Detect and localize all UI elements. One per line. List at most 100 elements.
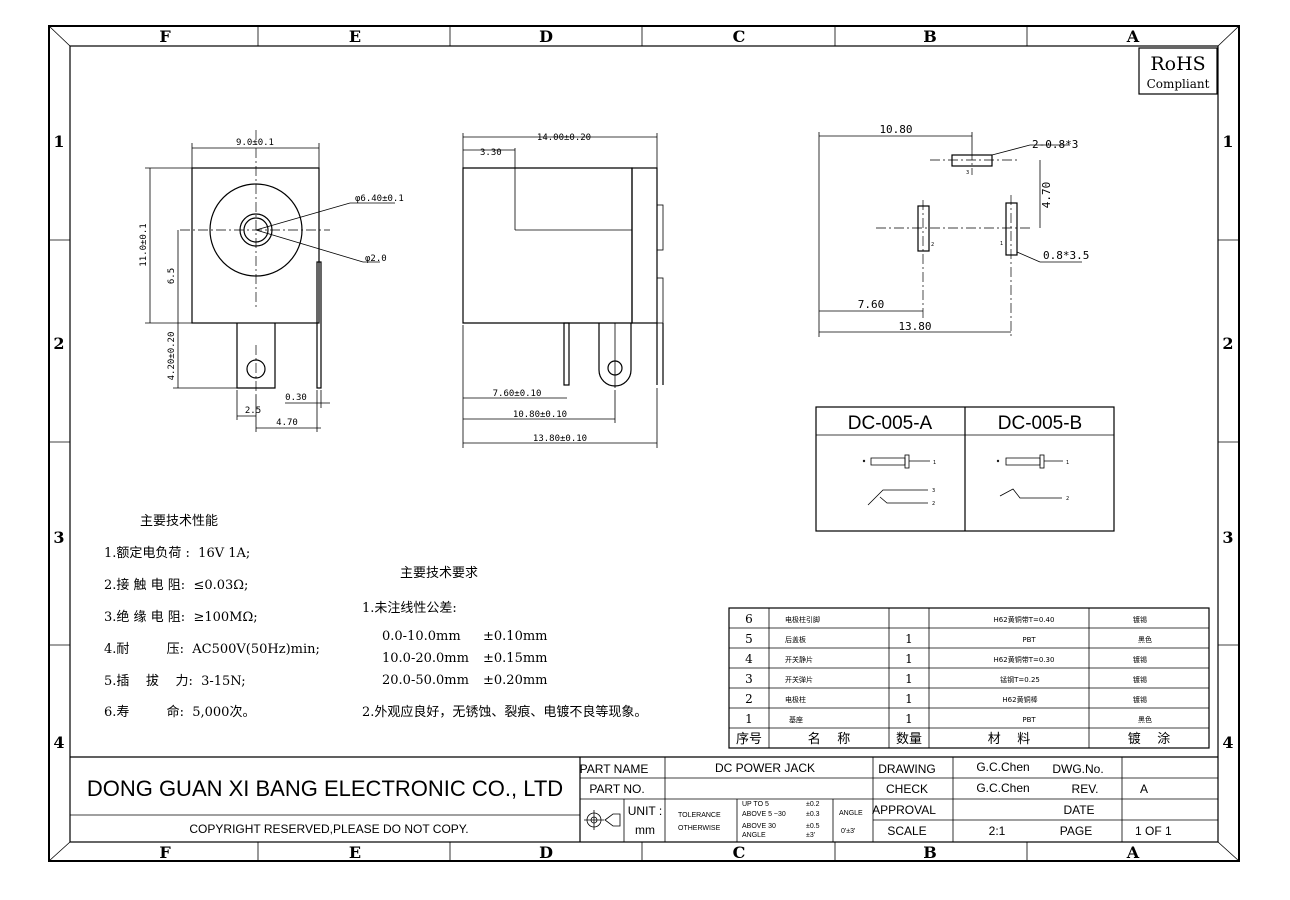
dim-side-pin-b: 10.80±0.10 — [513, 410, 567, 420]
zone-row-label: 2 — [53, 334, 64, 353]
bom-finish: 黑色 — [1138, 635, 1152, 644]
bom-material: H62黄铜带T=0.40 — [994, 615, 1055, 624]
tol-range: 0.0-10.0mm — [382, 629, 461, 644]
table-row: 2 电极柱 1 H62黄铜棒 镀锡 — [745, 692, 1147, 706]
dim-pcb-bottom: 13.80 — [898, 320, 931, 333]
perf-item: 2.接 触 电 阻: ≤0.03Ω; — [104, 577, 248, 593]
drawing-label: DRAWING — [878, 762, 936, 776]
tolerance-label: TOLERANCE — [678, 812, 721, 819]
rohs-badge: RoHS Compliant — [1138, 47, 1218, 95]
check-value: G.C.Chen — [976, 781, 1029, 795]
dim-pin-thk: 0.30 — [285, 393, 307, 403]
scale-value: 2:1 — [989, 824, 1006, 838]
page-value: 1 OF 1 — [1135, 824, 1172, 838]
pcb-pin-label: 3 — [966, 170, 969, 176]
bom-header-name: 名 称 — [808, 731, 851, 747]
bom-no: 3 — [745, 672, 753, 686]
tol-row-label: ABOVE 30 — [742, 823, 776, 830]
zone-col-label: D — [539, 27, 553, 46]
dim-pcb-vert: 4.70 — [1040, 182, 1053, 209]
bom-table: 6 电极柱引脚 H62黄铜带T=0.40 镀锡 5 后盖板 1 PBT 黑色 4… — [728, 607, 1210, 749]
technical-requirements: 主要技术要求 1.未注线性公差: 0.0-10.0mm ±0.10mm 10.0… — [362, 566, 647, 720]
bom-qty: 1 — [905, 672, 913, 686]
bom-qty: 1 — [905, 632, 913, 646]
check-label: CHECK — [886, 782, 928, 796]
approval-label: APPROVAL — [872, 803, 936, 817]
tol-row-value: ±0.3 — [806, 811, 820, 818]
bom-name: 开关静片 — [785, 655, 813, 664]
variant-pin-label: 3 — [932, 488, 935, 494]
copyright-note: COPYRIGHT RESERVED,PLEASE DO NOT COPY. — [189, 822, 468, 836]
bom-material: H62黄铜带T=0.30 — [994, 655, 1055, 664]
bom-material: PBT — [1022, 716, 1036, 724]
border-frame — [48, 25, 1240, 862]
rev-value: A — [1140, 782, 1148, 796]
bom-header-finish: 镀 涂 — [1128, 731, 1171, 747]
zone-col-label: B — [923, 27, 937, 46]
page-label: PAGE — [1060, 824, 1092, 838]
performance-specs: 主要技术性能 1.额定电负荷 : 16V 1A; 2.接 触 电 阻: ≤0.0… — [104, 514, 320, 720]
tol-row-value: ±0.5 — [806, 823, 820, 830]
table-row: 4 开关静片 1 H62黄铜带T=0.30 镀锡 — [745, 652, 1147, 666]
tol-row-label: ANGLE — [742, 832, 766, 839]
rohs-title: RoHS — [1150, 53, 1205, 75]
dim-front-width: 9.0±0.1 — [236, 138, 274, 148]
bom-qty: 1 — [905, 692, 913, 706]
side-view: 14.00±0.20 3.30 7.60±0.10 10.80±0.10 13.… — [462, 133, 664, 448]
bom-material: PBT — [1022, 636, 1036, 644]
perf-item: 5.插 拔 力: 3-15N; — [104, 674, 246, 689]
zone-row-label: 4 — [53, 733, 64, 752]
variant-pin-label: 2 — [1066, 496, 1069, 502]
dim-pin-pos: 2.5 — [245, 406, 261, 416]
bom-header-no: 序号 — [736, 732, 762, 747]
bom-name: 开关弹片 — [785, 675, 813, 684]
angle-label: ANGLE — [839, 810, 863, 817]
zone-col-label: A — [1126, 27, 1140, 46]
bom-no: 1 — [745, 712, 753, 726]
bom-no: 4 — [745, 652, 753, 666]
bom-qty: 1 — [905, 652, 913, 666]
dim-side-pin-a: 7.60±0.10 — [493, 389, 542, 399]
pcb-layout: 3 2 1 10.80 2-0.8*3 4.70 0.8*3.5 7.60 13… — [818, 123, 1089, 337]
perf-item: 3.绝 缘 电 阻: ≥100MΩ; — [104, 609, 258, 625]
bom-header-material: 材 料 — [988, 732, 1031, 747]
req-sub1: 1.未注线性公差: — [362, 601, 457, 616]
dim-pcb-slot-side: 0.8*3.5 — [1043, 249, 1089, 262]
zone-col-label: C — [733, 843, 746, 862]
angle-value: 0'±3' — [841, 828, 855, 835]
bom-name: 电极柱引脚 — [785, 615, 820, 624]
bom-no: 5 — [745, 632, 753, 646]
perf-item: 4.耐 压: AC500V(50Hz)min; — [104, 642, 320, 657]
zone-labels-bottom: F E D C B A — [159, 843, 1139, 862]
bom-name: 后盖板 — [785, 635, 806, 644]
rohs-compliant: Compliant — [1147, 77, 1210, 91]
table-row: 6 电极柱引脚 H62黄铜带T=0.40 镀锡 — [745, 612, 1147, 626]
zone-col-label: D — [539, 843, 553, 862]
scale-label: SCALE — [887, 824, 926, 838]
tol-value: ±0.10mm — [483, 629, 548, 644]
zone-col-label: E — [349, 843, 361, 862]
dim-side-length: 14.00±0.20 — [537, 133, 591, 143]
bom-finish: 镀锡 — [1133, 615, 1147, 624]
dim-hole-dia: φ6.40±0.1 — [355, 194, 404, 204]
bom-finish: 黑色 — [1138, 715, 1152, 724]
dim-pcb-top: 10.80 — [879, 123, 912, 136]
date-label: DATE — [1063, 803, 1094, 817]
pcb-pin-label: 2 — [931, 242, 934, 248]
bom-finish: 镀锡 — [1133, 695, 1147, 704]
variant-pin-label: 1 — [1066, 460, 1069, 466]
bom-finish: 镀锡 — [1133, 675, 1147, 684]
table-row: 5 后盖板 1 PBT 黑色 — [745, 632, 1152, 646]
bom-name: 基座 — [789, 715, 803, 724]
dim-front-center: 6.5 — [167, 268, 177, 284]
variant-b-title: DC-005-B — [998, 413, 1082, 434]
bom-material: H62黄铜棒 — [1002, 695, 1037, 704]
zone-row-label: 2 — [1222, 334, 1233, 353]
tol-row-value: ±3' — [806, 832, 815, 839]
bom-qty: 1 — [905, 712, 913, 726]
dim-pin-width: 4.70 — [276, 418, 298, 428]
tol-range: 20.0-50.0mm — [382, 673, 469, 688]
zone-labels-left: 1 2 3 4 — [53, 132, 64, 752]
front-view: 9.0±0.1 11.0±0.1 6.5 4.20±0.20 φ6.40±0.1… — [139, 130, 404, 432]
zone-labels-top: F E D C B A — [159, 27, 1139, 46]
